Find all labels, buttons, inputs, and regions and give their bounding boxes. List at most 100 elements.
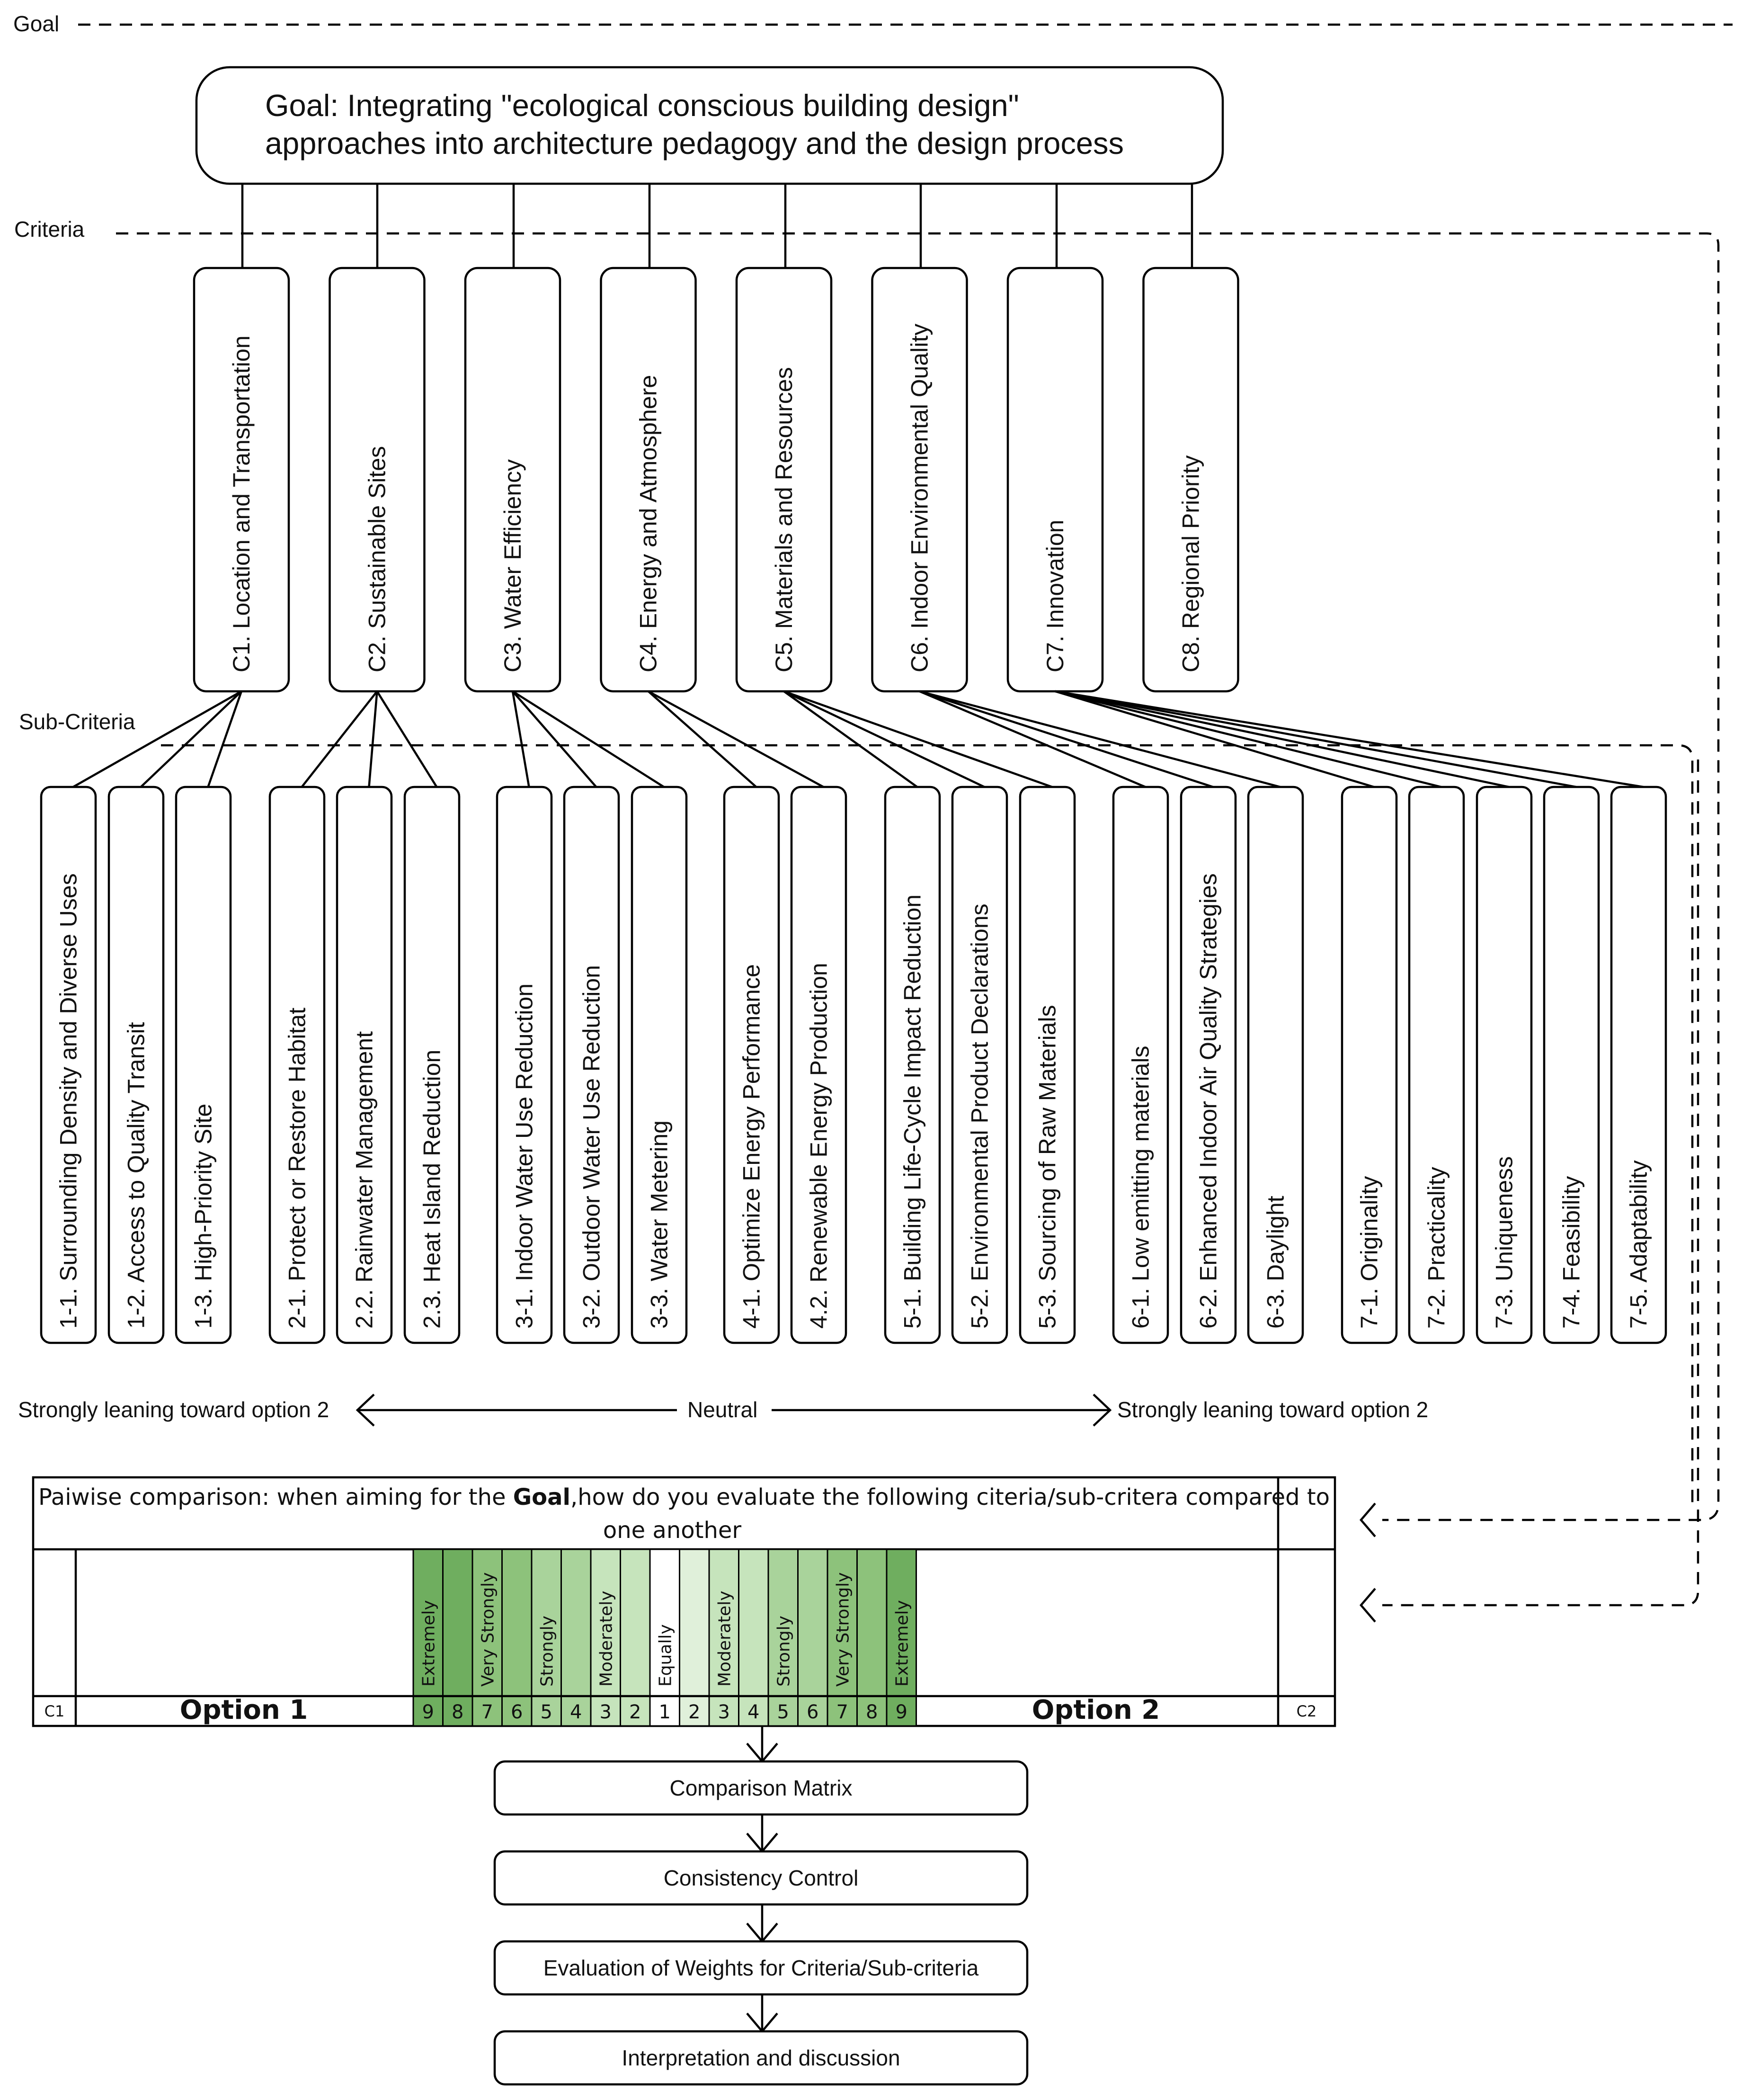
subcriterion-label-3: 1-3. High-Priority Site: [190, 1104, 217, 1329]
subcriterion-box-21: [1543, 786, 1600, 1344]
criterion-to-subcriterion-connector-4: [301, 690, 378, 788]
criterion-to-subcriterion-connector-12: [783, 690, 918, 788]
scale-cell-4[interactable]: [501, 1548, 533, 1727]
criterion-to-subcriterion-connector-1: [72, 690, 242, 788]
subcriterion-label-11: 4.2. Renewable Energy Production: [806, 963, 832, 1329]
criterion-to-subcriterion-connector-10: [648, 690, 757, 788]
level-label-subcriteria: Sub-Criteria: [19, 709, 135, 734]
subcriterion-label-18: 7-1. Originality: [1356, 1176, 1383, 1329]
criterion-label-c5: C5. Materials and Resources: [771, 367, 797, 672]
subcriterion-box-10: [723, 786, 780, 1344]
subcriterion-label-8: 3-2. Outdoor Water Use Reduction: [578, 965, 605, 1329]
subcriteria-layer: 1-1. Surrounding Density and Diverse Use…: [40, 690, 1667, 1344]
flow-step-label-2: Consistency Control: [664, 1866, 859, 1890]
criterion-to-subcriterion-connector-22: [1055, 690, 1644, 788]
scale-number-12: 4: [747, 1701, 759, 1723]
criterion-label-c7: C7. Innovation: [1042, 520, 1068, 672]
goal-box: [195, 66, 1224, 185]
scale-number-17: 9: [896, 1701, 907, 1723]
subcriterion-box-3: [175, 786, 232, 1344]
criterion-to-subcriterion-connector-20: [1055, 690, 1509, 788]
criterion-label-c3: C3. Water Efficiency: [499, 459, 526, 672]
scale-number-16: 8: [866, 1701, 878, 1723]
subcriterion-box-15: [1112, 786, 1169, 1344]
flow-step-box-3: [493, 1940, 1029, 1996]
subcriterion-label-20: 7-3. Uniqueness: [1491, 1156, 1518, 1329]
criterion-label-c4: C4. Energy and Atmosphere: [635, 375, 662, 672]
scale-left-label: Strongly leaning toward option 2: [18, 1397, 329, 1422]
flow-step-label-4: Interpretation and discussion: [622, 2046, 900, 2070]
scale-number-5: 5: [541, 1701, 552, 1723]
scale-label-1: Extremely: [419, 1600, 438, 1687]
subcriterion-box-18: [1341, 786, 1398, 1344]
subcriterion-label-2: 1-2. Access to Quality Transit: [123, 1022, 150, 1329]
subcriterion-box-19: [1408, 786, 1465, 1344]
scale-cell-10[interactable]: [679, 1548, 710, 1727]
subcriterion-box-12: [884, 786, 941, 1344]
subcriterion-label-9: 3-3. Water Metering: [646, 1120, 673, 1329]
scale-label-15: Very Strongly: [833, 1572, 853, 1687]
subcriterion-box-20: [1476, 786, 1533, 1344]
subcriterion-box-8: [563, 786, 620, 1344]
goal-text-line1: Goal: Integrating "ecological conscious …: [265, 88, 1019, 123]
scale-cell-16[interactable]: [856, 1548, 888, 1727]
subcriterion-label-16: 6-2. Enhanced Indoor Air Quality Strateg…: [1195, 873, 1222, 1329]
flow-step-box-4: [493, 2030, 1029, 2086]
scale-number-8: 2: [629, 1701, 641, 1723]
subcriterion-label-13: 5-2. Environmental Product Declarations: [967, 903, 993, 1329]
scale-number-14: 6: [807, 1701, 818, 1723]
flow-step-label-1: Comparison Matrix: [670, 1776, 853, 1800]
subcriterion-label-14: 5-3. Sourcing of Raw Materials: [1034, 1005, 1061, 1329]
criteria-feedback-arrowhead: [1360, 1502, 1376, 1537]
subcriterion-label-1: 1-1. Surrounding Density and Diverse Use…: [55, 873, 82, 1329]
scale-number-4: 6: [511, 1701, 523, 1723]
criterion-to-subcriterion-connector-15: [919, 690, 1146, 788]
subcriterion-box-11: [790, 786, 847, 1344]
criterion-to-subcriterion-connector-17: [919, 690, 1281, 788]
subcriteria-feedback-connector-a: [161, 744, 1694, 1506]
scale-label-3: Very Strongly: [478, 1572, 498, 1687]
criterion-to-subcriterion-connector-13: [783, 690, 985, 788]
option2-label: Option 2: [1032, 1695, 1160, 1725]
scale-number-15: 7: [836, 1701, 848, 1723]
criterion-label-c6: C6. Indoor Environmental Quality: [907, 324, 933, 672]
subcriterion-box-2: [107, 786, 165, 1344]
subcriteria-feedback-arrowhead: [1360, 1588, 1376, 1623]
criterion-to-subcriterion-connector-18: [1055, 690, 1375, 788]
subcriterion-box-4: [268, 786, 326, 1344]
flow-step-box-1: [493, 1760, 1029, 1816]
pairwise-table: Paiwise comparison: when aiming for the …: [32, 1476, 1336, 1727]
subcriterion-label-17: 6-3. Daylight: [1263, 1196, 1289, 1329]
scale-center-label: Neutral: [687, 1397, 757, 1422]
scale-number-7: 3: [600, 1701, 612, 1723]
level-label-criteria: Criteria: [14, 217, 85, 241]
scale-cell-8[interactable]: [620, 1548, 651, 1727]
scale-label-9: Equally: [656, 1624, 675, 1687]
subcriterion-label-15: 6-1. Low emitting materials: [1128, 1046, 1154, 1329]
subcriterion-label-22: 7-5. Adaptability: [1626, 1160, 1652, 1329]
scale-cell-2[interactable]: [442, 1548, 473, 1727]
scale-left-arrowhead: [356, 1394, 375, 1427]
scale-number-6: 4: [570, 1701, 582, 1723]
subcriterion-label-4: 2-1. Protect or Restore Habitat: [284, 1008, 311, 1329]
flow-step-label-3: Evaluation of Weights for Criteria/Sub-c…: [543, 1956, 979, 1980]
scale-cell-6[interactable]: [560, 1548, 592, 1727]
subcriterion-box-13: [951, 786, 1008, 1344]
criterion-to-subcriterion-connector-3: [207, 691, 243, 787]
criterion-to-subcriterion-connector-6: [376, 690, 438, 788]
criterion-to-subcriterion-connector-19: [1055, 690, 1442, 788]
subcriterion-label-10: 4-1. Optimize Energy Performance: [738, 964, 765, 1329]
criterion-label-c1: C1. Location and Transportation: [228, 335, 255, 672]
criterion-to-subcriterion-connector-21: [1055, 690, 1576, 788]
subcriterion-label-6: 2.3. Heat Island Reduction: [419, 1050, 445, 1329]
scale-right-arrowhead: [1093, 1394, 1112, 1427]
scale-cell-14[interactable]: [797, 1548, 828, 1727]
criterion-to-subcriterion-connector-5: [368, 691, 378, 787]
scale-cell-12[interactable]: [738, 1548, 769, 1727]
criterion-to-subcriterion-connector-7: [511, 691, 530, 787]
criterion-to-subcriterion-connector-14: [783, 690, 1053, 788]
scale-number-3: 7: [481, 1701, 493, 1723]
subcriterion-label-21: 7-4. Feasibility: [1558, 1176, 1585, 1329]
